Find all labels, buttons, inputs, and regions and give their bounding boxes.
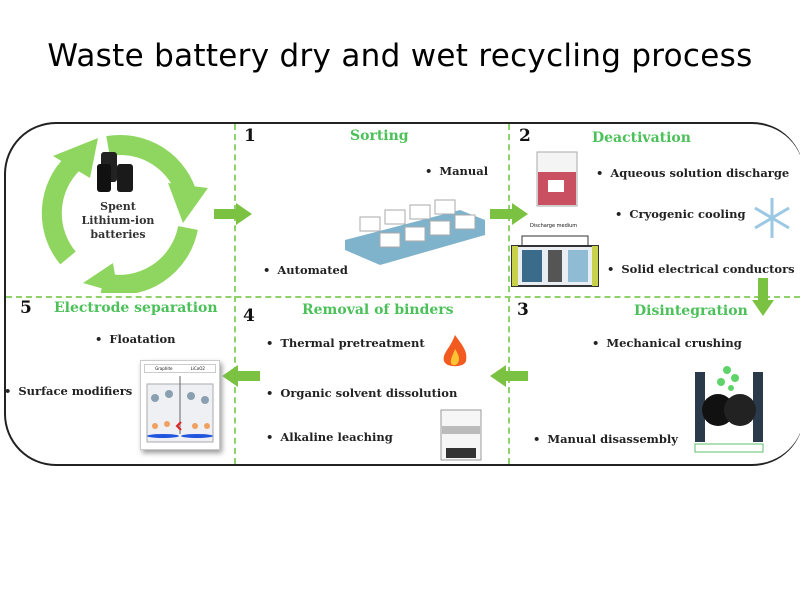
step-number: 5 [20, 298, 32, 318]
list-item: Surface modifiers [4, 384, 132, 398]
list-item: Solid electrical conductors [607, 262, 794, 276]
step-heading: Sorting [350, 128, 409, 144]
battery-discharge-icon [511, 235, 599, 287]
label-line: Spent [100, 200, 136, 213]
legend-entry: LiCoO2 [190, 366, 205, 371]
crusher-icon [694, 366, 764, 453]
fire-icon [443, 335, 467, 367]
diagram-frame [4, 122, 800, 466]
arrow-right-icon [490, 203, 528, 225]
list-item: Cryogenic cooling [615, 207, 745, 221]
label-line: batteries [90, 228, 146, 241]
list-item: Manual [425, 164, 488, 178]
divider [6, 296, 800, 298]
step-number: 3 [517, 300, 529, 320]
battery-icon [97, 152, 133, 192]
divider [508, 124, 510, 464]
divider [234, 124, 236, 464]
figure-label: Discharge medium [530, 223, 578, 229]
beaker-icon [440, 409, 482, 461]
step-number: 4 [243, 306, 255, 326]
list-item: Thermal pretreatment [266, 336, 424, 350]
page-title: Waste battery dry and wet recycling proc… [47, 38, 753, 74]
flotation-cell-figure: Graphite LiCoO2 [140, 360, 220, 450]
list-item: Floatation [95, 332, 175, 346]
arrow-down-icon [752, 278, 774, 316]
step-number: 1 [244, 126, 256, 146]
step-heading: Disintegration [634, 303, 748, 319]
flotation-tank-icon [146, 376, 214, 443]
beaker-icon [536, 151, 578, 207]
legend-entry: Graphite [155, 366, 173, 371]
list-item: Manual disassembly [533, 432, 678, 446]
sorting-conveyor-icon [345, 199, 485, 265]
step-heading: Deactivation [592, 130, 691, 146]
arrow-left-icon [222, 365, 260, 387]
spent-batteries-label: Spent Lithium-ion batteries [78, 200, 158, 242]
list-item: Automated [263, 263, 348, 277]
label-line: Lithium-ion [81, 214, 155, 227]
snowflake-icon [754, 198, 790, 238]
list-item: Organic solvent dissolution [266, 386, 457, 400]
arrow-left-icon [490, 365, 528, 387]
step-number: 2 [519, 126, 531, 146]
list-item: Aqueous solution discharge [596, 166, 789, 180]
list-item: Alkaline leaching [266, 430, 392, 444]
figure-legend: Graphite LiCoO2 [144, 364, 216, 373]
step-heading: Electrode separation [54, 300, 218, 316]
list-item: Mechanical crushing [592, 336, 741, 350]
arrow-right-icon [214, 203, 252, 225]
recycle-arrows-icon [41, 134, 208, 293]
step-heading: Removal of binders [302, 302, 454, 318]
